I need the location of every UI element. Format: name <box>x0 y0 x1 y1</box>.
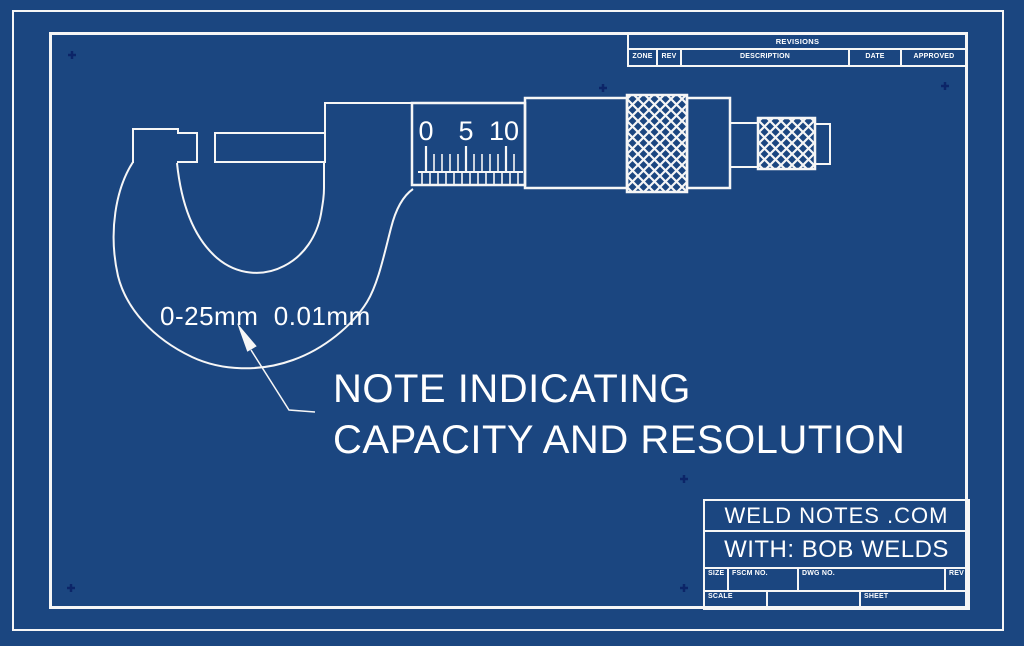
title-block-company: WELD NOTES .COM <box>705 501 968 532</box>
title-block-rev-label: REV <box>949 570 964 577</box>
scale-number-10: 10 <box>489 116 519 146</box>
revisions-col-rev: REV <box>658 50 682 65</box>
thimble-end <box>685 96 732 190</box>
note-text-line2: CAPACITY AND RESOLUTION <box>333 418 906 462</box>
title-block: WELD NOTES .COM WITH: BOB WELDS SIZE FSC… <box>703 499 970 610</box>
note-text: NOTE INDICATING CAPACITY AND RESOLUTION <box>333 364 905 466</box>
title-block-blank-cell <box>768 592 861 608</box>
title-block-scale-label: SCALE <box>705 592 768 608</box>
outer-sheet-border <box>12 10 1004 631</box>
revisions-col-description: DESCRIPTION <box>682 50 850 65</box>
registration-marks <box>67 51 949 592</box>
thimble-knurl <box>625 93 689 194</box>
thimble <box>523 96 629 190</box>
title-block-fscm-label: FSCM NO. <box>729 569 799 590</box>
scale-number-0: 0 <box>418 116 433 146</box>
ratchet-end-cap <box>814 123 831 165</box>
revisions-title: REVISIONS <box>629 34 966 50</box>
capacity-note-text: 0-25mm 0.01mm <box>160 301 371 331</box>
spindle <box>214 132 326 163</box>
leader-arrowhead <box>237 323 257 352</box>
ratchet-knurl <box>756 116 817 171</box>
revisions-col-approved: APPROVED <box>913 53 955 60</box>
title-block-sheet-label: SHEET <box>864 593 889 600</box>
title-block-dwg-label: DWG NO. <box>799 569 946 590</box>
scale-number-5: 5 <box>458 116 473 146</box>
revisions-col-zone: ZONE <box>629 50 658 65</box>
ratchet-shaft <box>729 122 759 168</box>
title-block-byline: WITH: BOB WELDS <box>705 532 968 569</box>
anvil-block <box>132 128 198 163</box>
leader-line <box>250 349 316 413</box>
revisions-table: REVISIONS ZONE REV DESCRIPTION DATE APPR… <box>627 32 968 67</box>
frame-inner-curve <box>176 162 325 274</box>
sleeve-graduations <box>421 146 519 186</box>
revisions-col-date: DATE <box>850 50 902 65</box>
note-text-line1: NOTE INDICATING <box>333 367 691 411</box>
frame-outer-curve <box>112 161 414 370</box>
frame-block-edge <box>324 102 412 133</box>
inner-sheet-border <box>49 32 968 609</box>
title-block-size-label: SIZE <box>705 569 729 590</box>
